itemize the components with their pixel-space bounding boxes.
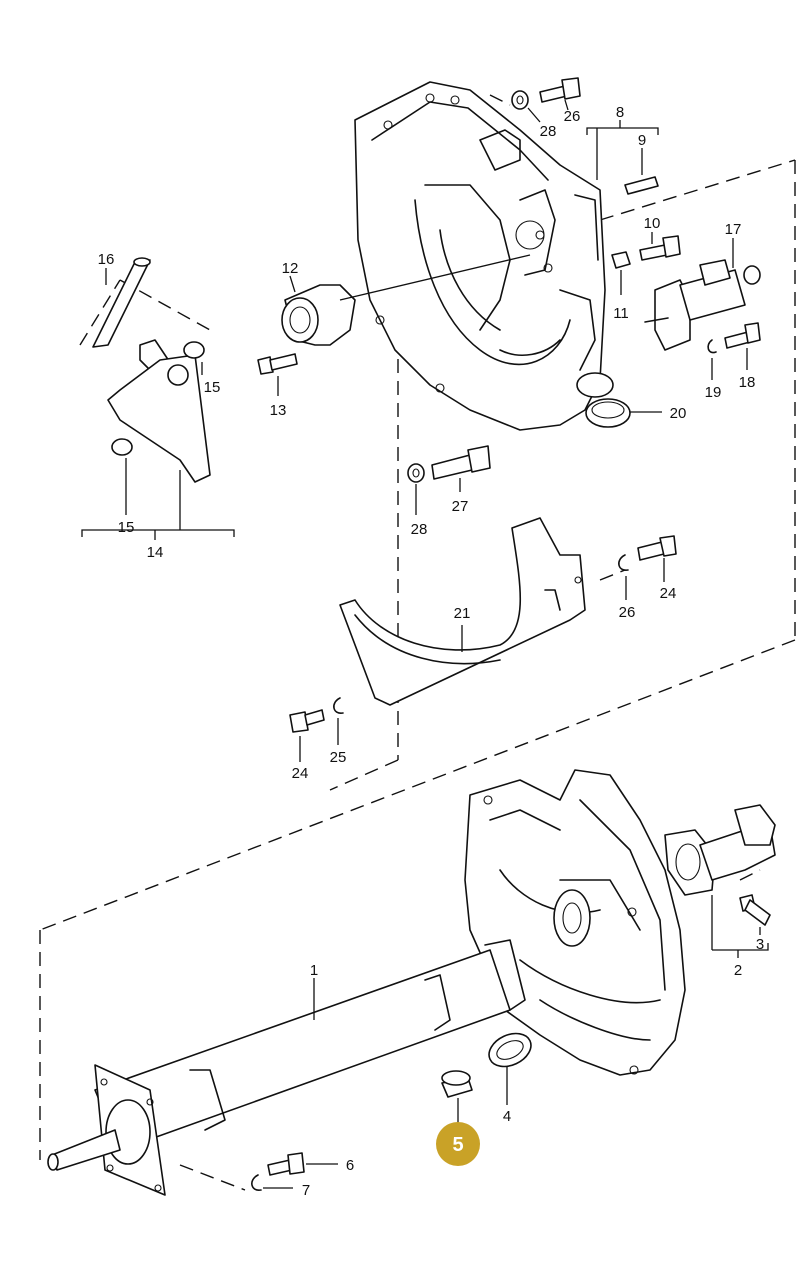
part-label[interactable]: 24 [292, 765, 309, 782]
bolt-26-top [539, 77, 581, 111]
clip-19 [707, 339, 717, 380]
part-label[interactable]: 28 [411, 521, 428, 538]
part-label[interactable]: 16 [98, 251, 115, 268]
washer-28-top [511, 90, 541, 123]
bolt-24-left [289, 709, 325, 762]
seal-4 [488, 1032, 532, 1105]
part-label[interactable]: 17 [725, 221, 742, 238]
part-label[interactable]: 1 [310, 962, 318, 979]
part-label[interactable]: 12 [282, 260, 299, 277]
part-label[interactable]: 14 [147, 544, 164, 561]
washer-7 [251, 1174, 293, 1191]
release-bearing-2 [664, 804, 776, 958]
seal-20 [585, 398, 662, 428]
part-label[interactable]: 10 [644, 215, 661, 232]
part-label[interactable]: 24 [660, 585, 677, 602]
part-label[interactable]: 19 [705, 384, 722, 401]
shift-fork-assembly [81, 257, 235, 540]
part-label[interactable]: 3 [756, 936, 764, 953]
part-label[interactable]: 28 [540, 123, 557, 140]
part-label[interactable]: 15 [118, 519, 135, 536]
cover-plate-21 [339, 517, 586, 706]
part-label[interactable]: 9 [638, 132, 646, 149]
nut-11 [611, 251, 631, 295]
bolt-18 [724, 322, 761, 370]
washer-25 [333, 697, 344, 745]
transmission-housing [464, 769, 686, 1076]
flange-plate [47, 1064, 166, 1196]
part-label[interactable]: 21 [454, 605, 471, 622]
part-label[interactable]: 20 [670, 405, 687, 422]
bolt-13 [257, 353, 298, 396]
part-label[interactable]: 8 [616, 104, 624, 121]
highlight-circle [436, 1122, 480, 1166]
part-label[interactable]: 11 [613, 305, 629, 322]
plug-5 [441, 1070, 473, 1124]
cylinder-17 [644, 238, 761, 351]
bolt-24-right [637, 535, 677, 582]
part-label[interactable]: 27 [452, 498, 469, 515]
part-label[interactable]: 13 [270, 402, 287, 419]
guide-tube-12 [281, 254, 531, 346]
washer-28-lower [407, 463, 425, 515]
bell-housing [354, 81, 614, 431]
part-label[interactable]: 2 [734, 962, 742, 979]
part-label[interactable]: 6 [346, 1157, 354, 1174]
part-label[interactable]: 25 [330, 749, 347, 766]
highlight-label: 5 [452, 1134, 463, 1156]
part-label[interactable]: 4 [503, 1108, 511, 1125]
part-label[interactable]: 15 [204, 379, 221, 396]
bolt-3 [739, 894, 771, 935]
part-label[interactable]: 26 [619, 604, 636, 621]
bracket-8 [586, 120, 659, 180]
part-label[interactable]: 18 [739, 374, 756, 391]
bolt-10 [639, 232, 681, 261]
part-label[interactable]: 26 [564, 108, 581, 125]
part-label[interactable]: 7 [302, 1182, 310, 1199]
bolt-6 [267, 1152, 338, 1176]
part-labels: 28 26 8 9 10 17 16 12 11 15 13 19 18 20 … [98, 104, 765, 1199]
washer-26-right [618, 554, 629, 600]
highlighted-part-badge[interactable]: 5 [436, 1122, 480, 1166]
pin-9 [624, 148, 659, 195]
bolt-27 [431, 445, 491, 492]
